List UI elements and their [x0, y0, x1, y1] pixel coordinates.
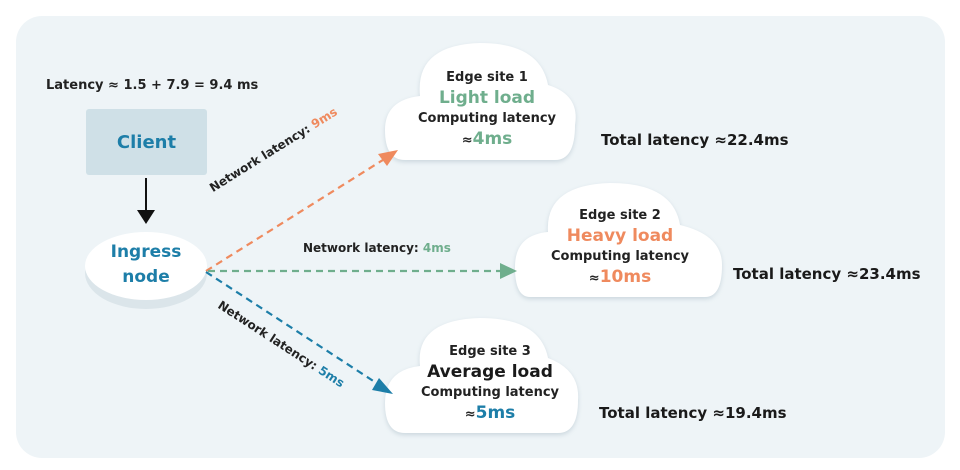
link-to-site-3	[205, 271, 393, 394]
edge-site-2-computing-label: Computing latency	[550, 249, 690, 264]
link-to-site-2	[208, 263, 517, 279]
ingress-node-shape	[85, 232, 207, 309]
edge-site-3-name: Edge site 3	[449, 344, 531, 359]
edge-site-2: Edge site 2 Heavy load Computing latency…	[535, 207, 705, 290]
edge-site-3-total: Total latency ≈19.4ms	[599, 404, 787, 422]
edge-site-2-name: Edge site 2	[579, 208, 661, 223]
network-latency-label-2: Network latency: 4ms	[303, 241, 451, 255]
edge-site-3-computing-value: ≈5ms	[464, 403, 516, 423]
edge-site-1-name: Edge site 1	[446, 70, 528, 85]
latency-formula: Latency ≈ 1.5 + 7.9 = 9.4 ms	[46, 78, 259, 93]
edge-site-3-computing-label: Computing latency	[420, 385, 560, 400]
edge-site-1-computing-value: ≈4ms	[461, 129, 513, 149]
edge-site-1-cloud	[385, 43, 576, 160]
edge-site-3-cloud	[385, 318, 579, 433]
ingress-label-line1: Ingress	[110, 242, 182, 262]
ingress-node: Ingress node	[85, 240, 207, 290]
edge-site-2-computing-value: ≈10ms	[588, 267, 652, 287]
client-label: Client	[116, 131, 177, 153]
client-to-ingress-arrow	[137, 178, 155, 224]
ingress-label-line2: node	[122, 267, 170, 287]
edge-site-1-computing-label: Computing latency	[417, 111, 557, 126]
edge-site-2-total: Total latency ≈23.4ms	[733, 265, 921, 283]
edge-site-2-load: Heavy load	[566, 226, 674, 246]
link-to-site-1	[205, 150, 398, 272]
edge-site-1-load: Light load	[438, 88, 536, 108]
edge-site-3: Edge site 3 Average load Computing laten…	[405, 343, 575, 426]
edge-site-2-cloud	[515, 183, 722, 297]
edge-site-1: Edge site 1 Light load Computing latency…	[402, 69, 572, 152]
client-node: Client	[86, 109, 207, 175]
edge-site-1-total: Total latency ≈22.4ms	[601, 131, 789, 149]
edge-site-3-load: Average load	[427, 362, 553, 382]
